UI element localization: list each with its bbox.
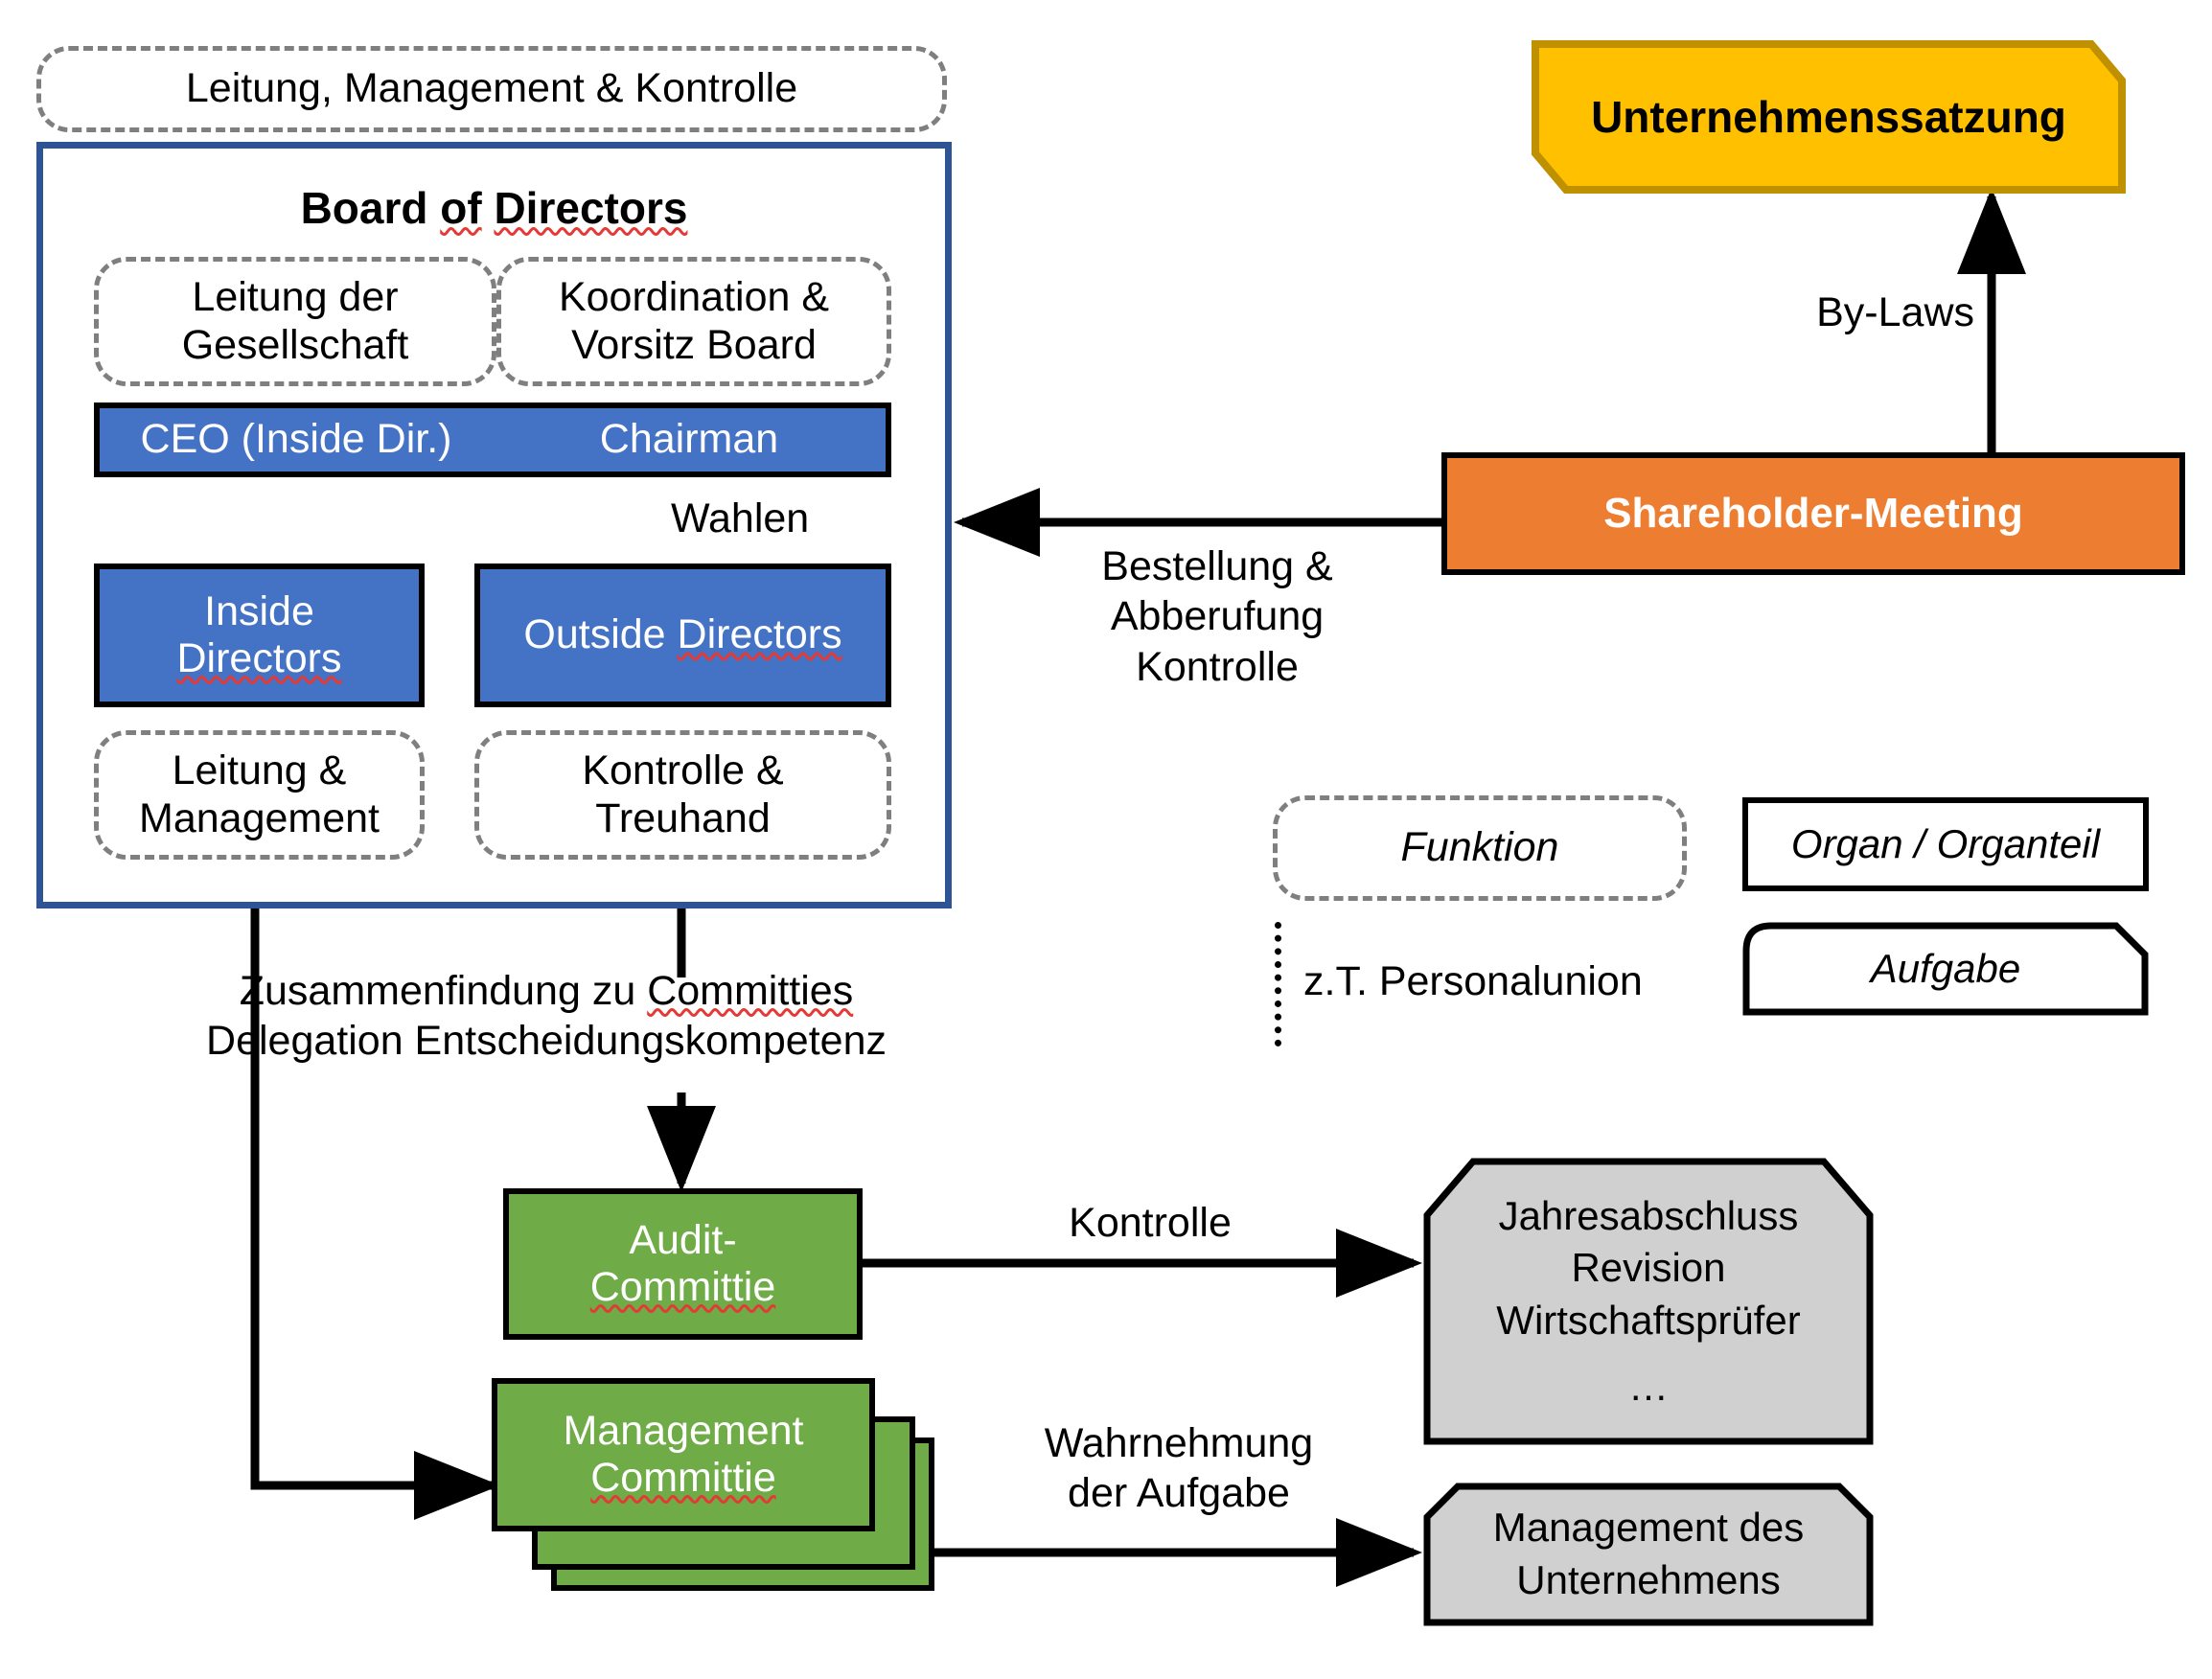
aufgabe-jahresabschluss-line3: Wirtschaftsprüfer <box>1496 1298 1801 1343</box>
aufgabe-management-des-unternehmens: Management des Unternehmens <box>1423 1483 1874 1626</box>
organ-management-committie-line2: Committie <box>590 1455 776 1501</box>
aufgabe-jahresabschluss-line1: Jahresabschluss <box>1498 1192 1799 1238</box>
edge-label-wahrnehmung-der-aufgabe: Wahrnehmung der Aufgabe <box>992 1418 1366 1533</box>
organ-management-committie-line1: Management <box>563 1407 804 1454</box>
aufgabe-jahresabschluss-shape <box>1423 1158 1874 1445</box>
edge-label-bestellung-line3: Kontrolle <box>1136 643 1299 690</box>
organ-outside-directors-word-directors: Directors <box>677 611 842 658</box>
legend-aufgabe-label: Aufgabe <box>1870 945 2021 991</box>
delegation-management-connector <box>250 862 500 1520</box>
legend-personalunion-dotted-line <box>1275 922 1281 1046</box>
organ-audit-committie-line2: Committie <box>589 1264 776 1310</box>
function-leitung-der-gesellschaft-line2: Gesellschaft <box>181 321 409 368</box>
aufgabe-jahresabschluss: Jahresabschluss Revision Wirtschaftsprüf… <box>1423 1158 1874 1445</box>
edge-label-delegation: Zusammenfindung zu Committies Delegation… <box>125 966 968 1081</box>
edge-label-wahlen-text: Wahlen <box>671 495 810 541</box>
edge-label-delegation-word-committies: Committies <box>647 968 854 1014</box>
edge-label-by-laws-text: By-Laws <box>1816 289 1974 335</box>
function-kontrolle-treuhand-line2: Treuhand <box>595 794 771 841</box>
organ-ceo-chairman-bar[interactable]: CEO (Inside Dir.) Chairman <box>94 402 891 477</box>
function-leitung-management-kontrolle: Leitung, Management & Kontrolle <box>36 46 947 132</box>
board-of-directors-title: Board of Directors <box>36 182 952 240</box>
legend-aufgabe-label-wrap: Aufgabe <box>1742 922 2149 1016</box>
legend-organ-shape: Organ / Organteil <box>1742 797 2149 891</box>
board-title-word-of: of <box>440 183 482 233</box>
legend-personalunion-label: z.T. Personalunion <box>1303 958 1643 1004</box>
function-kontrolle-treuhand: Kontrolle & Treuhand <box>474 730 891 860</box>
unternehmenssatzung-shape <box>1532 40 2126 194</box>
organ-inside-directors-line2: Directors <box>176 635 342 681</box>
function-leitung-management-line2: Management <box>139 794 380 841</box>
board-title-word-directors: Directors <box>494 183 688 233</box>
legend-aufgabe-shape: Aufgabe <box>1742 922 2149 1016</box>
function-kontrolle-treuhand-line1: Kontrolle & <box>582 748 784 794</box>
board-title-word-board: Board <box>300 183 441 233</box>
legend-personalunion-label-wrap: z.T. Personalunion <box>1303 956 1706 1010</box>
organ-chairman-label-cell: Chairman <box>493 408 886 472</box>
edge-label-by-laws: By-Laws <box>1716 288 1974 337</box>
organ-unternehmenssatzung[interactable]: Unternehmenssatzung <box>1532 40 2126 194</box>
organ-outside-directors-label: Outside Directors <box>523 611 842 658</box>
edge-label-wahrnehmung-line1: Wahrnehmung <box>1044 1420 1314 1466</box>
organ-shareholder-meeting-label: Shareholder-Meeting <box>1603 489 2023 537</box>
function-koordination-vorsitz-board-line1: Koordination & <box>558 274 830 321</box>
organ-unternehmenssatzung-label-wrap: Unternehmenssatzung <box>1532 40 2126 194</box>
function-leitung-der-gesellschaft: Leitung der Gesellschaft <box>94 257 496 386</box>
edge-label-delegation-line1: Zusammenfindung zu Committies <box>239 968 854 1014</box>
organ-ceo-label: CEO (Inside Dir.) <box>140 416 452 463</box>
edge-label-kontrolle-text: Kontrolle <box>1069 1200 1232 1246</box>
edge-label-bestellung-line1: Bestellung & <box>1101 543 1333 589</box>
function-koordination-vorsitz-board-line2: Vorsitz Board <box>571 321 817 368</box>
aufgabe-management-line1: Management des <box>1492 1505 1805 1551</box>
aufgabe-jahresabschluss-line2: Revision <box>1571 1245 1726 1291</box>
legend-aufgabe-outline <box>1742 922 2149 1016</box>
aufgabe-management-shape <box>1423 1483 1874 1626</box>
aufgabe-jahresabschluss-line4: … <box>1628 1363 1669 1409</box>
aufgabe-management-text-wrap: Management des Unternehmens <box>1423 1483 1874 1626</box>
organ-shareholder-meeting[interactable]: Shareholder-Meeting <box>1441 452 2185 575</box>
organ-audit-committie-line1: Audit- <box>629 1216 737 1263</box>
legend-funktion-label: Funktion <box>1400 824 1559 871</box>
edge-label-kontrolle: Kontrolle <box>987 1198 1313 1248</box>
function-leitung-management-kontrolle-label: Leitung, Management & Kontrolle <box>185 65 798 112</box>
legend-organ-label: Organ / Organteil <box>1790 821 2101 867</box>
function-leitung-der-gesellschaft-line1: Leitung der <box>192 274 399 321</box>
edge-label-delegation-line2: Delegation Entscheidungskompetenz <box>206 1018 887 1065</box>
function-leitung-management-line1: Leitung & <box>172 748 347 794</box>
organ-inside-directors[interactable]: Inside Directors <box>94 564 425 707</box>
organ-chairman-label: Chairman <box>599 416 779 463</box>
organ-ceo-label-cell: CEO (Inside Dir.) <box>100 408 493 472</box>
organ-audit-committie[interactable]: Audit- Committie <box>503 1188 863 1340</box>
organ-unternehmenssatzung-label: Unternehmenssatzung <box>1591 92 2066 142</box>
organ-outside-directors[interactable]: Outside Directors <box>474 564 891 707</box>
edge-label-wahrnehmung-line2: der Aufgabe <box>1068 1470 1290 1517</box>
aufgabe-management-line2: Unternehmens <box>1516 1557 1781 1602</box>
function-koordination-vorsitz-board: Koordination & Vorsitz Board <box>496 257 891 386</box>
function-leitung-management: Leitung & Management <box>94 730 425 860</box>
aufgabe-jahresabschluss-text-wrap: Jahresabschluss Revision Wirtschaftsprüf… <box>1423 1158 1874 1445</box>
organ-management-committie[interactable]: Management Committie <box>492 1378 875 1531</box>
legend-funktion-shape: Funktion <box>1273 795 1687 901</box>
edge-label-wahlen: Wahlen <box>671 494 920 543</box>
edge-label-bestellung-line2: Abberufung <box>1110 593 1325 640</box>
organ-inside-directors-line1: Inside <box>204 587 314 634</box>
edge-label-bestellung-abberufung-kontrolle: Bestellung & Abberufung Kontrolle <box>1006 541 1428 714</box>
